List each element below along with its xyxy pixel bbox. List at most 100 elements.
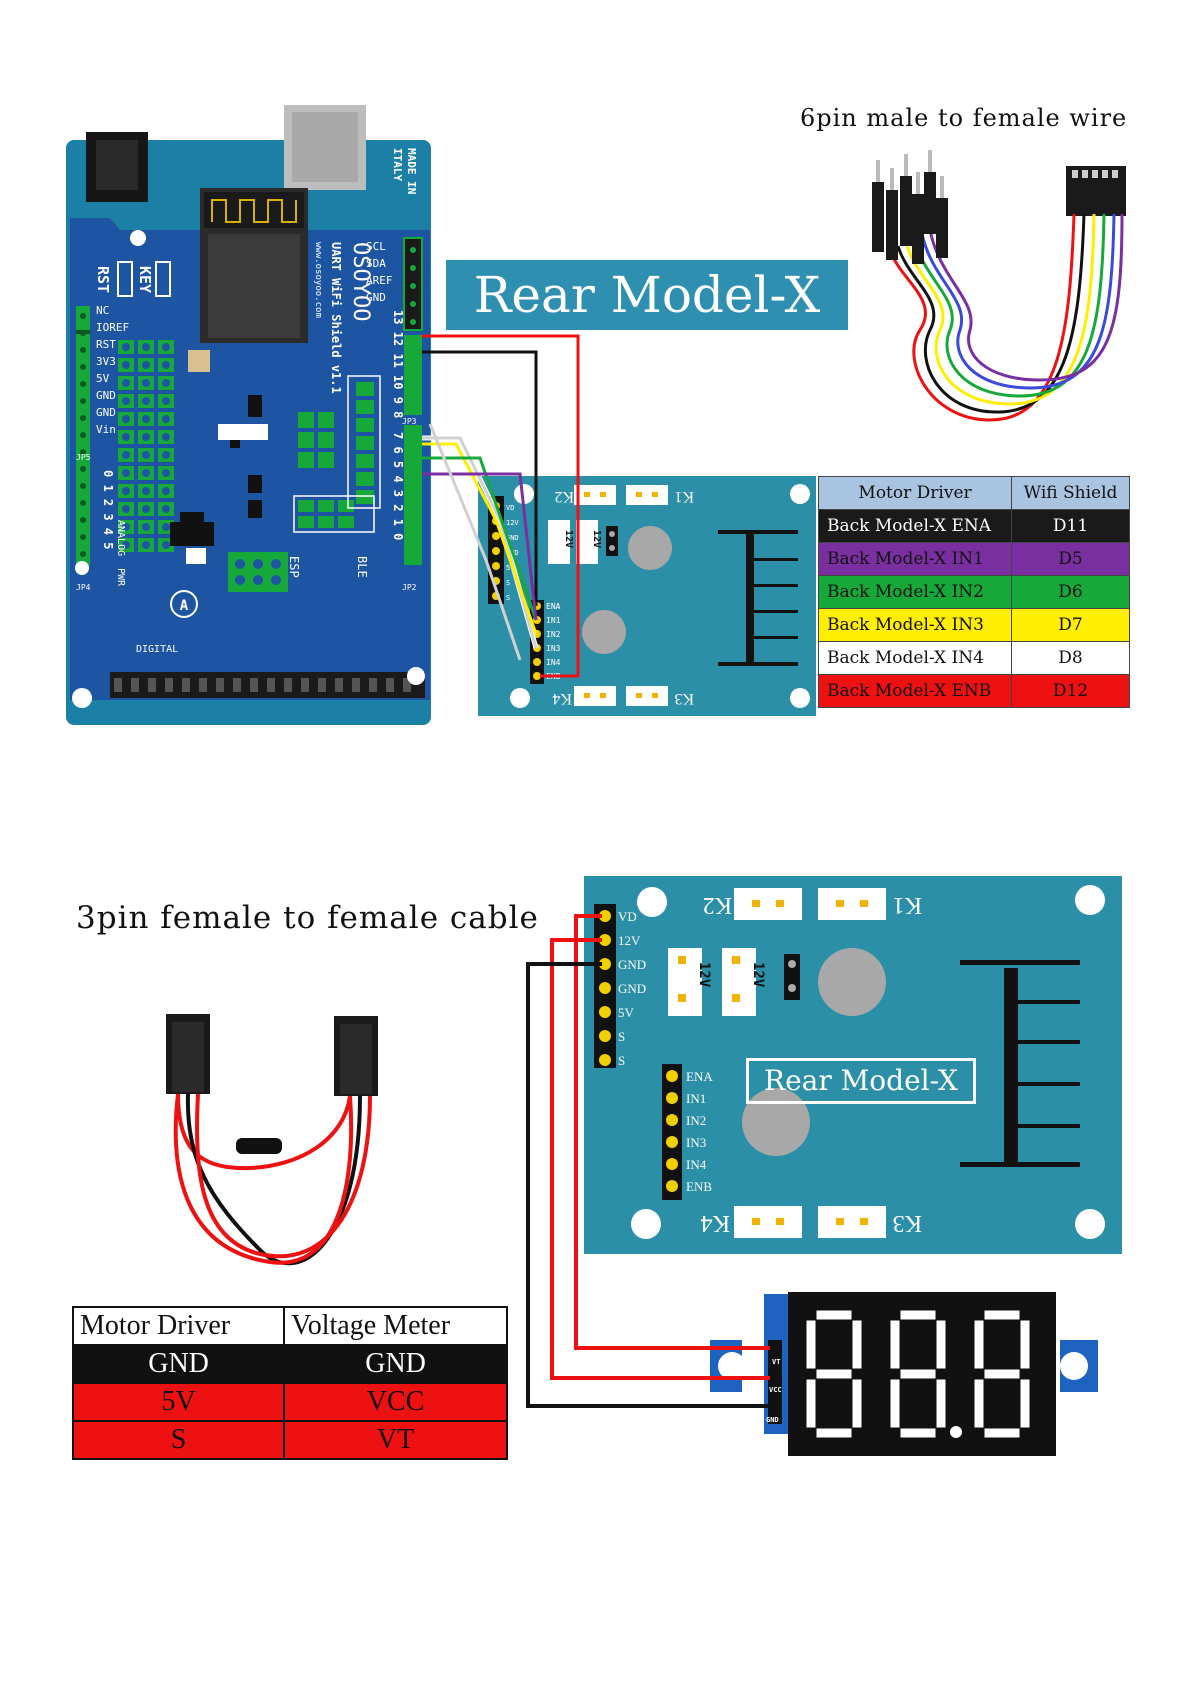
bottom-header-pin <box>250 678 258 692</box>
top-table-cell-motor: Back Model-X IN1 <box>817 542 1013 576</box>
shield-pin-hole <box>162 451 170 459</box>
bottom-driver-left-pin <box>599 958 611 970</box>
shield-site-text: www.osoyoo.com <box>313 242 323 318</box>
bottom-table-header-row: Motor Driver Voltage Meter <box>71 1306 508 1346</box>
left-header-label: IOREF <box>96 321 129 334</box>
bottom-header-pin <box>352 678 360 692</box>
left-header-pin <box>80 534 86 540</box>
shield-pin-pad <box>318 452 334 468</box>
bottom-12v-a: 12V <box>696 962 712 988</box>
left-header-label: 5V <box>96 372 110 385</box>
esp-pin-pad <box>298 500 314 512</box>
top-driver-mid-pin-label: ENA <box>546 602 561 611</box>
pwr-label: PWR <box>115 568 126 587</box>
analog-nums-label: 0 1 2 3 4 5 <box>101 470 115 549</box>
left-header-pin <box>80 449 86 455</box>
bottom-driver-mid-pin <box>666 1136 678 1148</box>
left-header-pin <box>80 330 86 336</box>
esp-pin-pad <box>318 516 334 528</box>
bottom-header-pin <box>216 678 224 692</box>
shield-pin-hole <box>122 379 130 387</box>
bottom-title: Rear Model-X <box>763 1064 958 1097</box>
top-table-header-motor: Motor Driver <box>817 476 1013 510</box>
bottom-k3-label: K3 <box>893 1210 922 1236</box>
ble-pin-pad <box>356 490 374 504</box>
top-title: Rear Model-X <box>473 266 821 324</box>
top-driver-left-pin-label: S <box>506 594 510 602</box>
jp-label: JP5 <box>76 453 91 462</box>
ble-pin-pad <box>356 400 374 414</box>
shield-pin-hole <box>142 523 150 531</box>
bottom-driver-mid-pin-label: ENA <box>686 1069 713 1084</box>
top-table-cell-motor: Back Model-X IN3 <box>817 608 1013 642</box>
bottom-header-pin <box>233 678 241 692</box>
left-header-pin <box>80 551 86 557</box>
bottom-driver-mid-pin-label: ENB <box>686 1179 712 1194</box>
bottom-driver-mid-pin <box>666 1070 678 1082</box>
bottom-table-cell-meter: VT <box>283 1420 508 1460</box>
jp-label: JP3 <box>402 417 417 426</box>
bottom-k4-label: K4 <box>701 1210 730 1236</box>
top-driver-left-pin-label: S <box>506 579 510 587</box>
right-header-label: AREF <box>366 274 393 287</box>
left-header-pin <box>80 415 86 421</box>
bottom-driver-mid-pin-label: IN2 <box>686 1113 706 1128</box>
bottom-header-pin <box>369 678 377 692</box>
bottom-header-pin <box>114 678 122 692</box>
shield-name-text: UART WiFi Shield v1.1 <box>329 242 343 394</box>
left-header-label: GND <box>96 406 116 419</box>
shield-pin-hole <box>122 523 130 531</box>
shield-pin-hole <box>142 541 150 549</box>
shield-pin-hole <box>162 523 170 531</box>
shield-pin-hole <box>162 343 170 351</box>
three-pin-cable-illustration <box>166 1014 378 1266</box>
analog-label: ANALOG <box>115 520 126 556</box>
bottom-header-pin <box>182 678 190 692</box>
shield-pin-hole <box>162 361 170 369</box>
top-driver-mid-pin-label: IN2 <box>546 630 561 639</box>
left-header-pin <box>80 398 86 404</box>
shield-pin-hole <box>162 379 170 387</box>
shield-pin-hole <box>142 487 150 495</box>
top-driver-mid-pin <box>533 672 541 680</box>
shield-pin-pad <box>318 432 334 448</box>
shield-pin-hole <box>142 343 150 351</box>
shield-pin-hole <box>122 433 130 441</box>
bottom-driver-left-pin-label: 12V <box>618 933 641 948</box>
shield-pin-hole <box>142 433 150 441</box>
shield-pin-pad <box>298 432 314 448</box>
top-k1-label: K1 <box>674 488 694 505</box>
shield-pin-hole <box>122 505 130 513</box>
top-12v-a: 12V <box>563 530 574 548</box>
esp-pin-pad <box>318 500 334 512</box>
country-text: ITALY <box>391 148 404 181</box>
shield-pin-hole <box>162 397 170 405</box>
bottom-driver-mid-pin-label: IN1 <box>686 1091 706 1106</box>
bottom-title-box: Rear Model-X <box>746 1058 976 1104</box>
shield-pin-hole <box>122 415 130 423</box>
ble-pin-pad <box>356 436 374 450</box>
bottom-driver-left-pin-label: S <box>618 1053 625 1068</box>
top-driver-left-pin <box>492 532 500 540</box>
shield-pin-hole <box>142 361 150 369</box>
shield-pin-hole <box>142 415 150 423</box>
top-k3-label: K3 <box>674 690 694 707</box>
top-12v-b: 12V <box>591 530 602 548</box>
top-table-cell-wifi: D6 <box>1011 575 1130 609</box>
bottom-driver-left-pin <box>599 1030 611 1042</box>
top-driver-left-pin-label: GND <box>506 534 519 542</box>
bottom-table-cell-meter: VCC <box>283 1382 508 1422</box>
top-driver-left-pin <box>492 547 500 555</box>
ble-pin-pad <box>356 454 374 468</box>
left-header-pin <box>80 500 86 506</box>
bottom-driver-left-pin <box>599 934 611 946</box>
left-header-pin <box>80 313 86 319</box>
shield-pin-hole <box>122 361 130 369</box>
esp-pin-pad <box>338 516 354 528</box>
